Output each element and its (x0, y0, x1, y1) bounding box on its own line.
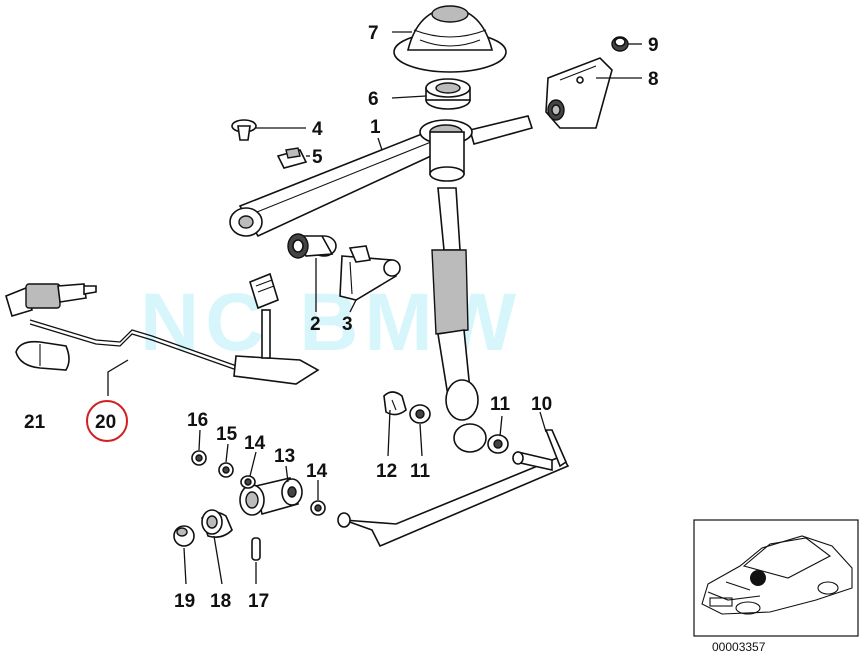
callout-20: 20 (95, 412, 116, 433)
part-3-clip (339, 245, 401, 301)
callout-3: 3 (342, 314, 353, 335)
part-13-joint (239, 477, 303, 516)
part-11-washer-upper (409, 404, 431, 424)
callout-1: 1 (370, 117, 381, 138)
part-21-clip (15, 340, 70, 371)
part-1-shift-arm (229, 115, 534, 238)
callout-10: 10 (531, 394, 552, 415)
callout-21: 21 (24, 412, 46, 433)
location-marker (750, 570, 766, 586)
part-4-pin (231, 119, 257, 141)
callout-labels: 7 9 8 6 1 4 5 2 3 21 20 10 11 12 11 13 1… (24, 23, 659, 612)
part-17-pin (251, 537, 261, 561)
callout-11-upper: 11 (490, 394, 511, 415)
car-silhouette-icon (701, 535, 853, 615)
callout-8: 8 (648, 69, 659, 90)
callout-12: 12 (376, 461, 397, 482)
part-14-washer-left (240, 475, 256, 489)
part-7-gear-boot (393, 5, 507, 73)
part-19-cap (173, 525, 195, 547)
callout-14-left: 14 (244, 433, 266, 454)
callout-18: 18 (210, 591, 231, 612)
part-18-bushing (201, 509, 233, 538)
callout-15: 15 (216, 424, 238, 445)
callout-5: 5 (312, 147, 323, 168)
callout-14-right: 14 (306, 461, 328, 482)
part-14-washer-right (310, 500, 326, 516)
part-9-nut (611, 36, 629, 52)
callout-19: 19 (174, 591, 195, 612)
part-10-selector-rod (337, 429, 570, 548)
callout-16: 16 (187, 410, 208, 431)
highlight-circle-20 (86, 400, 128, 442)
callout-4: 4 (312, 119, 323, 140)
callout-2: 2 (310, 314, 321, 335)
shift-rod (431, 187, 487, 453)
callout-9: 9 (648, 35, 659, 56)
part-20-switch-cable (5, 272, 320, 385)
inset-car-thumbnail (693, 519, 859, 637)
callout-17: 17 (248, 591, 269, 612)
leader-lines (107, 31, 642, 585)
callout-13: 13 (274, 446, 295, 467)
callout-11-lower: 11 (410, 461, 431, 482)
part-16-washer (191, 450, 207, 466)
diagram-number: 00003357 (712, 640, 766, 654)
part-2-bushing (287, 233, 337, 259)
part-8-bracket (545, 57, 613, 129)
part-11-washer-lower (487, 434, 509, 454)
callout-7: 7 (368, 23, 379, 44)
part-6-ring (425, 78, 471, 110)
part-15-washer (218, 462, 234, 478)
part-12-clip (383, 391, 407, 416)
part-5-clip (276, 147, 308, 169)
callout-6: 6 (368, 89, 379, 110)
